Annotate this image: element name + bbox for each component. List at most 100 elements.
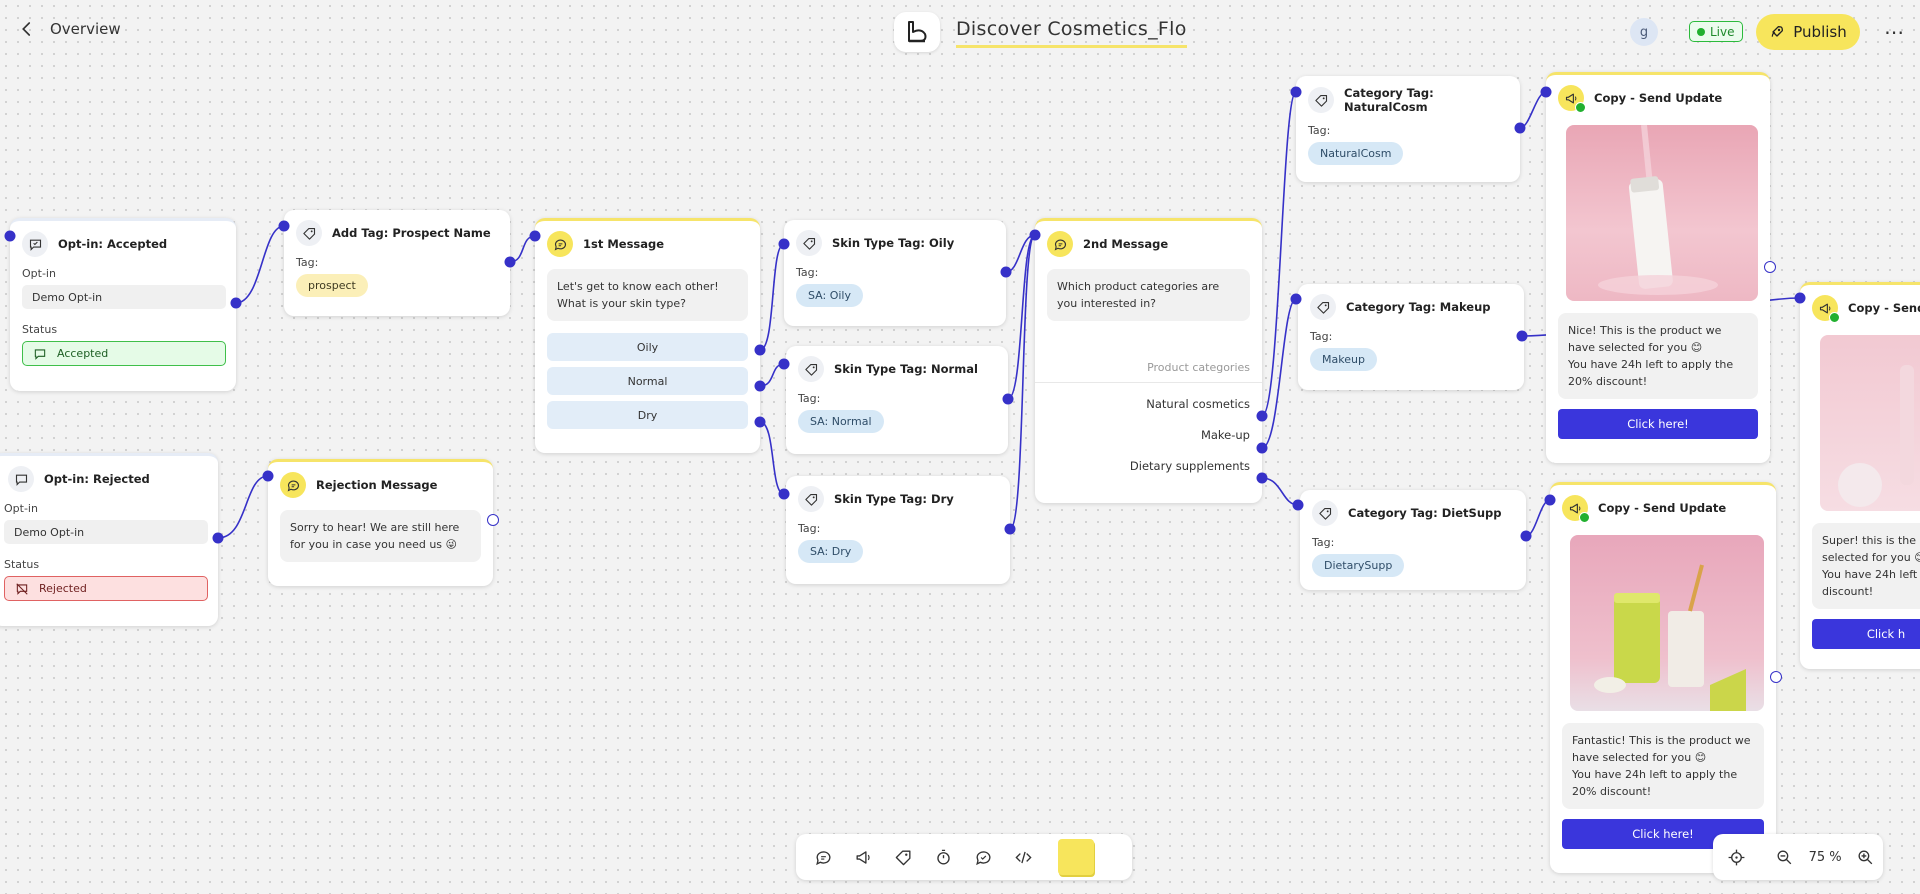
output-port[interactable] [1256, 442, 1268, 454]
output-port[interactable] [1514, 122, 1526, 134]
recenter-icon[interactable] [1719, 839, 1753, 875]
status-badge: Rejected [4, 576, 208, 601]
output-port-empty[interactable] [1764, 261, 1776, 273]
message-bubble: Sorry to hear! We are still here for you… [280, 510, 481, 562]
node-category-diet[interactable]: Category Tag: DietSupp Tag: DietarySupp [1300, 490, 1526, 590]
node-category-natural[interactable]: Category Tag: NaturalCosm Tag: NaturalCo… [1296, 76, 1520, 182]
optin-field[interactable]: Demo Opt-in [22, 285, 226, 309]
message-icon [280, 472, 306, 498]
message-bubble: Let's get to know each other! What is yo… [547, 269, 748, 321]
node-rejection-message[interactable]: Rejection Message Sorry to hear! We are … [268, 459, 493, 586]
node-copy-send-update-2[interactable]: Copy - Send Update Fantastic! This is th… [1550, 482, 1776, 873]
output-port[interactable] [1516, 330, 1528, 342]
input-port[interactable] [529, 230, 541, 242]
output-port[interactable] [754, 416, 766, 428]
output-port[interactable] [212, 532, 224, 544]
optin-icon[interactable] [964, 838, 1002, 876]
message-icon[interactable] [804, 838, 842, 876]
output-port[interactable] [1000, 266, 1012, 278]
publish-button[interactable]: Publish [1756, 14, 1860, 50]
input-port[interactable] [778, 358, 790, 370]
tag-chip: SA: Normal [798, 410, 884, 433]
live-label: Live [1710, 24, 1735, 39]
node-skin-normal[interactable]: Skin Type Tag: Normal Tag: SA: Normal [786, 346, 1008, 454]
output-port-empty[interactable] [1770, 671, 1782, 683]
option-button[interactable]: Normal [547, 367, 748, 395]
input-port[interactable] [1540, 86, 1552, 98]
zoom-in-icon[interactable] [1849, 839, 1883, 875]
choice-item[interactable]: Dietary supplements [1129, 459, 1250, 473]
chevron-left-icon [22, 22, 31, 36]
tag-label: Tag: [1310, 330, 1333, 343]
input-port[interactable] [1290, 86, 1302, 98]
tag-label: Tag: [1312, 536, 1335, 549]
more-options-button[interactable]: ⋯ [1884, 20, 1905, 44]
node-add-tag[interactable]: Add Tag: Prospect Name Tag: prospect [284, 210, 510, 316]
node-optin-accepted[interactable]: Opt-in: Accepted Opt-in Demo Opt-in Stat… [10, 218, 236, 391]
status-badge: Accepted [22, 341, 226, 366]
broadcast-icon [1812, 295, 1840, 323]
code-icon[interactable] [1004, 838, 1042, 876]
output-port[interactable] [1256, 410, 1268, 422]
product-image-supplement-jar [1570, 535, 1764, 711]
node-category-makeup[interactable]: Category Tag: Makeup Tag: Makeup [1298, 284, 1524, 390]
zoom-level: 75 % [1808, 849, 1842, 865]
optin-field[interactable]: Demo Opt-in [4, 520, 208, 544]
input-port[interactable] [1794, 292, 1806, 304]
sticky-note-icon[interactable] [1058, 839, 1094, 875]
output-port[interactable] [504, 256, 516, 268]
zoom-controls: 75 % [1713, 834, 1883, 880]
node-copy-send-update-1[interactable]: Copy - Send Update Nice! This is the pro… [1546, 72, 1770, 463]
input-port[interactable] [4, 230, 16, 242]
output-port[interactable] [1520, 530, 1532, 542]
timer-icon[interactable] [924, 838, 962, 876]
node-skin-oily[interactable]: Skin Type Tag: Oily Tag: SA: Oily [784, 220, 1006, 326]
optin-icon [22, 231, 48, 257]
output-port[interactable] [754, 380, 766, 392]
back-to-overview-link[interactable]: Overview [18, 20, 121, 38]
input-port[interactable] [262, 470, 274, 482]
output-port[interactable] [754, 344, 766, 356]
click-here-button[interactable]: Click here! [1558, 409, 1758, 439]
input-port[interactable] [778, 238, 790, 250]
output-port[interactable] [1002, 393, 1014, 405]
choice-item[interactable]: Make-up [1200, 428, 1250, 442]
output-port[interactable] [230, 297, 242, 309]
user-avatar[interactable]: g [1630, 18, 1658, 46]
option-button[interactable]: Dry [547, 401, 748, 429]
input-port[interactable] [278, 220, 290, 232]
node-skin-dry[interactable]: Skin Type Tag: Dry Tag: SA: Dry [786, 476, 1010, 584]
tag-label: Tag: [798, 392, 821, 405]
input-port[interactable] [1292, 499, 1304, 511]
zoom-out-icon[interactable] [1767, 839, 1801, 875]
node-first-message[interactable]: 1st Message Let's get to know each other… [535, 218, 760, 453]
input-port[interactable] [778, 488, 790, 500]
tag-icon[interactable] [884, 838, 922, 876]
node-optin-rejected[interactable]: Opt-in: Rejected Opt-in Demo Opt-in Stat… [0, 453, 218, 626]
tag-icon [798, 356, 824, 382]
flow-logo-icon [894, 12, 940, 52]
tag-label: Tag: [796, 266, 819, 279]
node-title: Add Tag: Prospect Name [332, 226, 491, 240]
node-copy-send-update-3[interactable]: Copy - Send U Super! this is the pr sele… [1800, 282, 1920, 669]
broadcast-icon[interactable] [844, 838, 882, 876]
tag-icon [1308, 87, 1334, 113]
output-port[interactable] [1256, 472, 1268, 484]
output-port-empty[interactable] [487, 514, 499, 526]
tag-chip: DietarySupp [1312, 554, 1405, 577]
input-port[interactable] [1544, 494, 1556, 506]
click-here-button[interactable]: Click h [1812, 619, 1920, 649]
option-button[interactable]: Oily [547, 333, 748, 361]
node-title: Skin Type Tag: Oily [832, 236, 955, 250]
top-bar: Overview Discover Cosmetics_Flo g Live P… [0, 0, 1920, 64]
output-port[interactable] [1004, 523, 1016, 535]
product-categories-label: Product categories [1035, 361, 1262, 383]
tag-chip: SA: Oily [796, 284, 864, 307]
input-port[interactable] [1290, 293, 1302, 305]
tag-chip: prospect [296, 274, 368, 297]
node-second-message[interactable]: 2nd Message Which product categories are… [1035, 218, 1262, 503]
choice-item[interactable]: Natural cosmetics [1146, 397, 1250, 411]
flow-title[interactable]: Discover Cosmetics_Flo [956, 18, 1187, 48]
node-title: 1st Message [583, 237, 665, 251]
input-port[interactable] [1029, 229, 1041, 241]
